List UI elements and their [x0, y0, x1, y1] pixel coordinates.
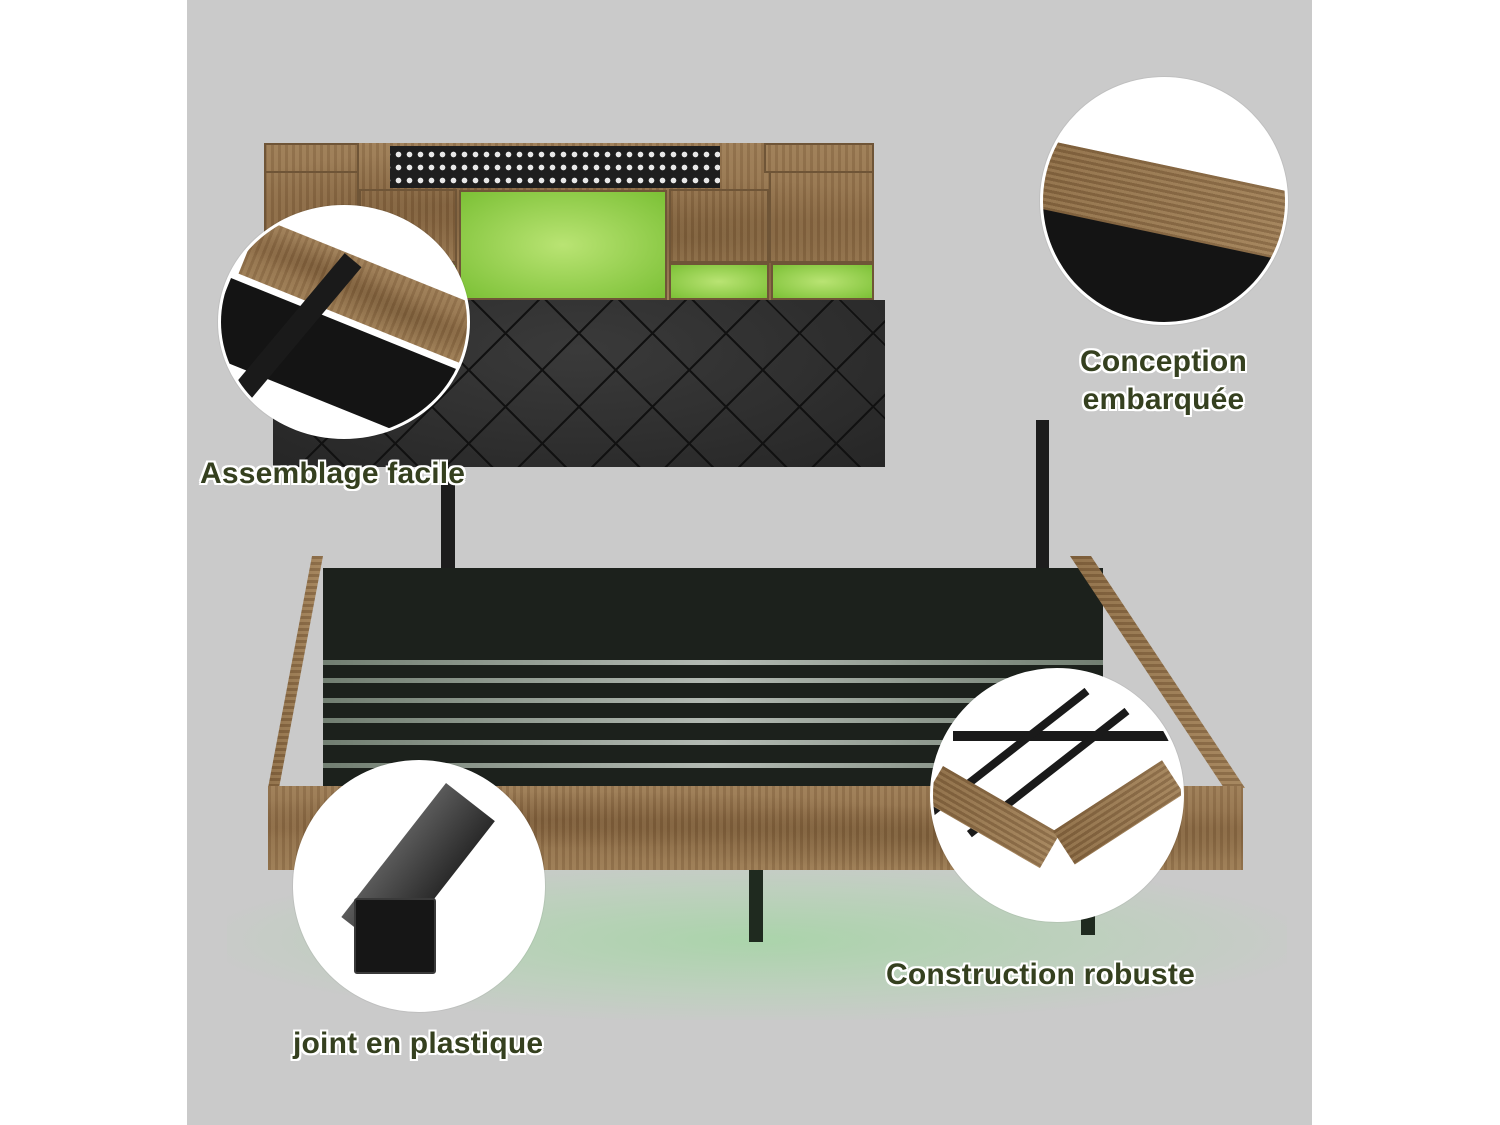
led-lit-niche-3: [669, 263, 769, 300]
sturdy-corner-detail-icon: [930, 668, 1184, 922]
callout-label-plastic: joint en plastique: [293, 1027, 544, 1060]
shelf-top-left-cubby: [264, 143, 359, 173]
plastic-foot-cap-detail-icon: [293, 760, 545, 1012]
slat: [323, 698, 1103, 703]
easy-assembly-detail-icon: [218, 205, 470, 439]
slat: [323, 678, 1103, 683]
slat: [323, 740, 1103, 745]
callout-label-assembly: Assemblage facile: [200, 457, 466, 490]
callout-label-embedded-line2: embarquée: [1082, 382, 1245, 416]
slat: [323, 763, 1103, 768]
shelf-top-right-cubby: [764, 143, 874, 173]
ventilated-pegboard: [390, 146, 720, 188]
drawer-compartment-4: [769, 171, 874, 263]
drawer-compartment-3: [669, 189, 769, 263]
callout-label-embedded: Conception embarquée: [1080, 343, 1247, 418]
led-lit-niche-4: [771, 263, 874, 300]
callout-label-sturdy: Construction robuste: [886, 958, 1195, 991]
center-leg: [749, 870, 763, 942]
callout-label-embedded-line1: Conception: [1080, 345, 1247, 378]
slat: [323, 660, 1103, 665]
slat: [323, 718, 1103, 723]
embedded-design-detail-icon: [1040, 77, 1288, 325]
led-lit-center-niche: [459, 190, 667, 300]
headboard-right-post: [1036, 420, 1049, 568]
